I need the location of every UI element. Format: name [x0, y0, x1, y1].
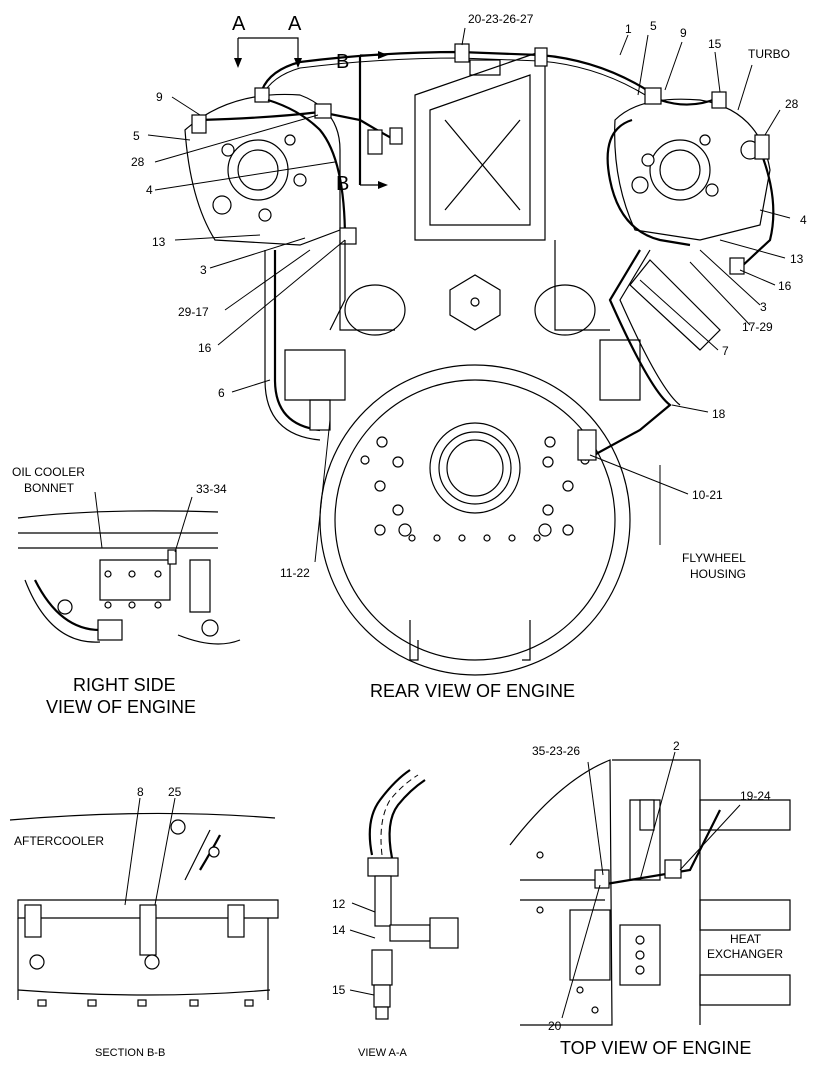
view-titles: REAR VIEW OF ENGINE RIGHT SIDE VIEW OF E…	[46, 675, 751, 1059]
callout-3-left: 3	[200, 263, 207, 277]
section-bb-drawing	[9, 797, 279, 1007]
top-view-drawing	[509, 751, 791, 1026]
view-aa-title: VIEW A-A	[358, 1047, 408, 1059]
flywheel-bolt-pattern	[360, 436, 590, 542]
section-marker-a-right: A	[288, 13, 302, 35]
view-aa-drawing	[349, 769, 459, 1020]
callout-16-right: 16	[778, 279, 792, 293]
callout-28-right: 28	[785, 97, 799, 111]
callout-16-left: 16	[198, 341, 212, 355]
callout-28-left: 28	[131, 155, 145, 169]
callout-4-left: 4	[146, 183, 153, 197]
callout-20-23-26-27: 20-23-26-27	[468, 12, 534, 26]
callout-labels: A A B B 20-23-26-27 1 5 9 15 TURBO 28 9 …	[12, 12, 807, 1033]
left-turbo-oil-line	[267, 98, 347, 241]
callout-15-top: 15	[708, 37, 722, 51]
section-marker-b-bottom: B	[336, 173, 349, 195]
heat-exchanger-label-line2: EXCHANGER	[707, 947, 783, 961]
callout-2: 2	[673, 739, 680, 753]
aftercooler-label: AFTERCOOLER	[14, 834, 104, 848]
turbo-label: TURBO	[748, 47, 790, 61]
callout-5-left: 5	[133, 129, 140, 143]
oil-cooler-label-line1: OIL COOLER	[12, 465, 85, 479]
right-side-view-title-line1: RIGHT SIDE	[73, 675, 176, 695]
block-center-casting	[414, 49, 546, 241]
callout-19-24: 19-24	[740, 789, 771, 803]
callout-10-21: 10-21	[692, 488, 723, 502]
callout-1: 1	[625, 22, 632, 36]
section-marker-b-top: B	[336, 51, 349, 73]
callout-35-23-26: 35-23-26	[532, 744, 580, 758]
callout-4-right: 4	[800, 213, 807, 227]
callout-13-left: 13	[152, 235, 166, 249]
callout-13-right: 13	[790, 252, 804, 266]
callout-33-34: 33-34	[196, 482, 227, 496]
callout-18: 18	[712, 407, 726, 421]
right-side-view-drawing	[17, 491, 241, 645]
callout-15-view: 15	[332, 983, 346, 997]
right-drain-line	[584, 249, 672, 461]
callout-5-right: 5	[650, 19, 657, 33]
oil-cooler-label-line2: BONNET	[24, 481, 75, 495]
callout-6: 6	[218, 386, 225, 400]
top-oil-line	[260, 50, 651, 93]
section-marker-a-left: A	[232, 13, 246, 35]
callout-25: 25	[168, 785, 182, 799]
callout-3-right: 3	[760, 300, 767, 314]
callout-11-22: 11-22	[280, 566, 310, 580]
rear-view-leader-lines	[147, 27, 791, 563]
callout-9-left: 9	[156, 90, 163, 104]
flywheel-housing-label-line1: FLYWHEEL	[682, 551, 746, 565]
callout-29-17: 29-17	[178, 305, 209, 319]
right-turbo-housing	[614, 98, 771, 241]
callout-17-29: 17-29	[742, 320, 773, 334]
top-view-title: TOP VIEW OF ENGINE	[560, 1038, 751, 1058]
left-turbo-housing	[184, 93, 341, 246]
callout-8: 8	[137, 785, 144, 799]
callout-14: 14	[332, 923, 346, 937]
heat-exchanger-label-line1: HEAT	[730, 932, 762, 946]
rear-view-title: REAR VIEW OF ENGINE	[370, 681, 575, 701]
rear-view-drawing	[184, 37, 775, 676]
callout-20-bottom: 20	[548, 1019, 562, 1033]
flywheel-housing-label-line2: HOUSING	[690, 567, 746, 581]
callout-7: 7	[722, 344, 729, 358]
flywheel-housing-outline	[319, 364, 631, 676]
callout-9-right: 9	[680, 26, 687, 40]
crankshaft-hub	[429, 422, 521, 514]
right-side-view-title-line2: VIEW OF ENGINE	[46, 697, 196, 717]
callout-12: 12	[332, 897, 346, 911]
section-bb-title: SECTION B-B	[95, 1047, 165, 1059]
